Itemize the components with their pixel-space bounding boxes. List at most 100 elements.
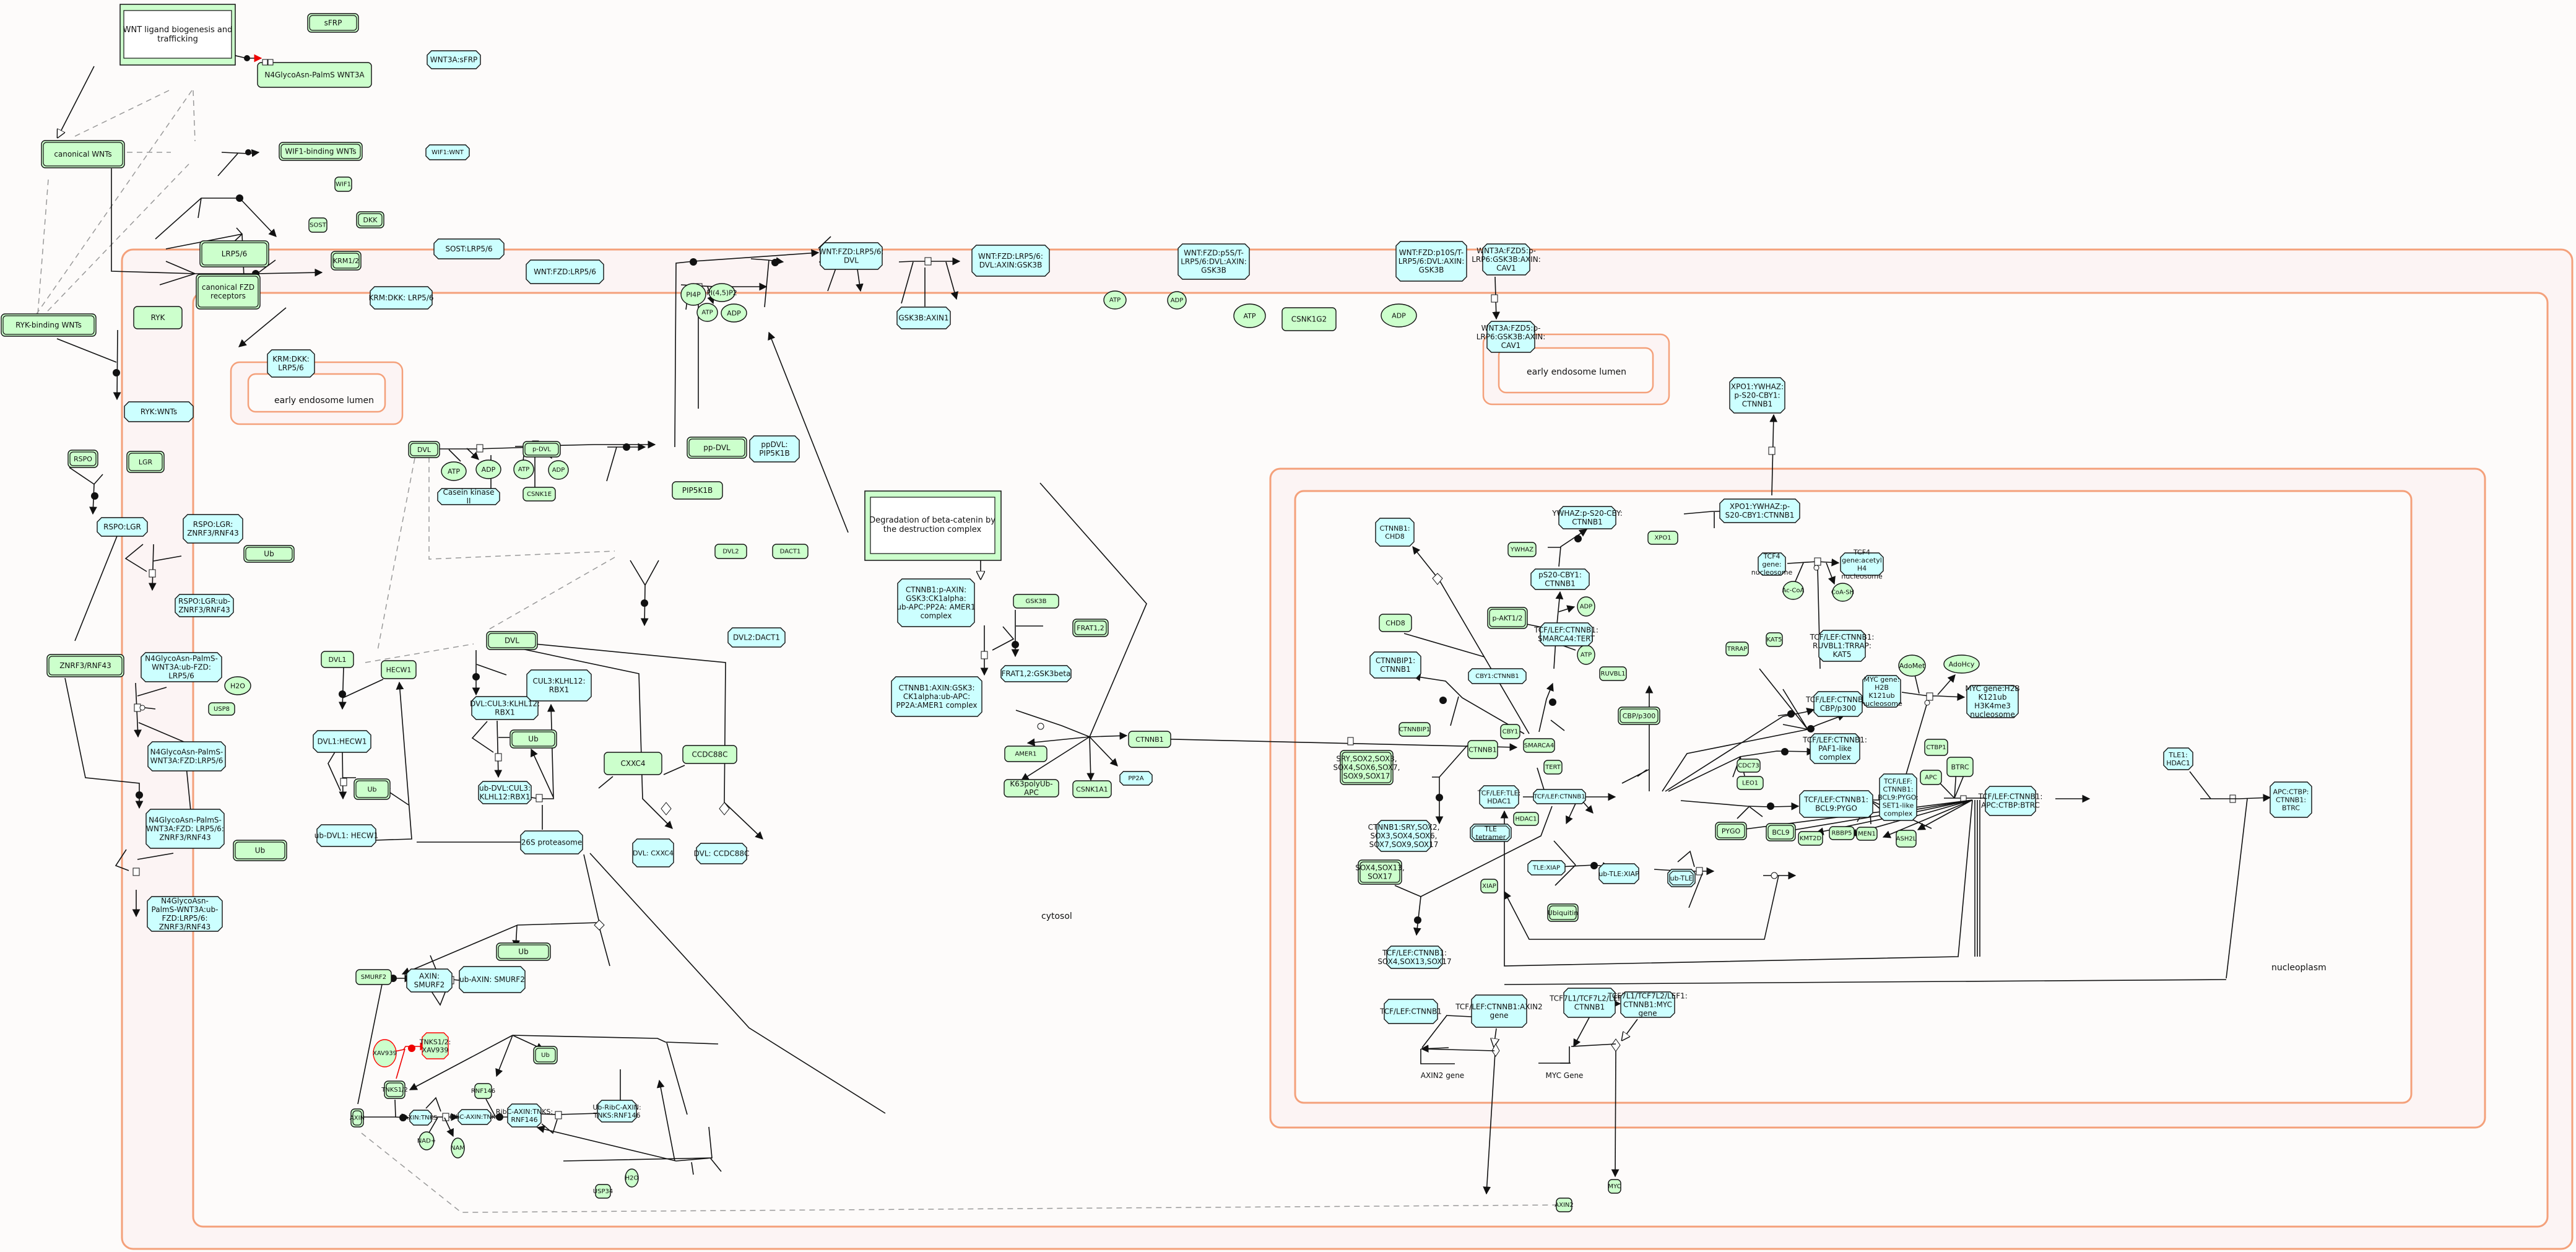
node-atp3[interactable]: ATP [696, 303, 718, 322]
node-n4-ubfzd[interactable]: N4GlycoAsn-PalmS-WNT3A:ub-FZD:LRP5/6 [141, 652, 222, 682]
node-ccdc88c[interactable]: CCDC88C [682, 745, 737, 764]
node-tcf-sox4[interactable]: TCF/LEF:CTNNB1:SOX4,SOX13,SOX17 [1377, 946, 1452, 969]
node-frat-gsk[interactable]: FRAT1,2:GSK3beta [1000, 665, 1072, 682]
node-myc[interactable]: MYC [1608, 1179, 1621, 1194]
node-cul3[interactable]: CUL3:KLHL12:RBX1 [526, 669, 592, 702]
node-dvl-cul3[interactable]: DVL:CUL3:KLHL12:RBX1 [470, 696, 540, 720]
node-ctnnb1-b[interactable]: CTNNB1 [1467, 740, 1498, 759]
node-ub1[interactable]: Ub [243, 545, 295, 563]
node-usp8[interactable]: USP8 [208, 702, 235, 716]
node-btrc[interactable]: BTRC [1946, 757, 1974, 777]
node-n4-ub-znrf[interactable]: N4GlycoAsn-PalmS-WNT3A:ub-FZD:LRP5/6:ZNR… [147, 896, 223, 932]
node-cby1[interactable]: CBY1 [1500, 724, 1520, 739]
node-pip5k1b[interactable]: PIP5K1B [672, 481, 723, 500]
node-trrap[interactable]: TRRAP [1725, 641, 1749, 656]
node-ywhaz[interactable]: YWHAZ [1507, 542, 1537, 557]
node-wnt3a-cav1-b[interactable]: WNT3A:FZD5:p-LRP6:GSK3B:AXIN:CAV1 [1477, 321, 1546, 353]
node-tcf-cbp[interactable]: TCF/LEF:CTNNB1:CBP/p300 [1805, 691, 1870, 717]
node-dkk[interactable]: DKK [356, 211, 384, 228]
node-znrf[interactable]: ZNRF3/RNF43 [46, 654, 124, 677]
node-coash[interactable]: CoA-SH [1831, 583, 1854, 602]
node-axin-smurf2[interactable]: AXIN:SMURF2 [406, 968, 453, 993]
node-ub-tle-xiap[interactable]: ub-TLE:XIAP [1598, 863, 1639, 884]
node-ctnnb-paxin[interactable]: CTNNB1:p-AXIN:GSK3:CK1alpha:ub-APC:PP2A:… [896, 578, 976, 627]
node-tnks12[interactable]: TNKS1/2 [381, 1080, 408, 1099]
node-cdc73[interactable]: CDC73 [1737, 759, 1761, 773]
node-dvl-ccdc88c[interactable]: DVL: CCDC88C [694, 843, 750, 864]
node-h2o1[interactable]: H2O [224, 676, 251, 695]
node-wnt-p10[interactable]: WNT:FZD:p10S/T-LRP5/6:DVL:AXIN:GSK3B [1395, 241, 1467, 282]
node-pp2a[interactable]: PP2A [1119, 771, 1153, 786]
node-xpo1[interactable]: XPO1 [1647, 531, 1678, 545]
node-bcl9[interactable]: BCL9 [1766, 823, 1796, 841]
node-wif1[interactable]: WIF1 [334, 176, 352, 192]
node-atp6[interactable]: ATP [1577, 645, 1595, 665]
node-dvl-a[interactable]: DVL [408, 441, 440, 458]
node-xpo1-nuc[interactable]: XPO1:YWHAZ:p-S20-CBY1:CTNNB1 [1719, 498, 1800, 523]
node-amer1[interactable]: AMER1 [1004, 746, 1047, 762]
node-axin-tnks[interactable]: AXIN:TNKS [404, 1110, 438, 1126]
node-ctnnb1-chd8[interactable]: CTNNB1:CHD8 [1375, 518, 1415, 547]
node-adohcy[interactable]: AdoHcy [1943, 654, 1980, 674]
node-tcf-ctnnb2[interactable]: TCF/LEF:CTNNB1 [1379, 999, 1442, 1024]
node-tcf-bcl9[interactable]: TCF/LEF:CTNNB1:BCL9:PYGO [1799, 790, 1873, 818]
node-hdac1[interactable]: HDAC1 [1513, 812, 1539, 826]
node-adomet[interactable]: AdoMet [1898, 654, 1926, 677]
node-dvl2-dact1[interactable]: DVL2:DACT1 [727, 627, 786, 648]
node-ctnnb1-a[interactable]: CTNNB1 [1128, 731, 1171, 748]
node-proteasome[interactable]: 26S proteasome [520, 830, 583, 854]
node-apc-ctbp[interactable]: APC:CTBP:CTNNB1:BTRC [2270, 781, 2312, 818]
node-smarca4[interactable]: SMARCA4 [1523, 738, 1555, 753]
node-leo1[interactable]: LEO1 [1737, 776, 1764, 790]
node-pip2[interactable]: PI(4,5)P2 [706, 283, 737, 302]
node-tcf-smarca[interactable]: TCF/LEF:CTNNB1:SMARCA4:TERT [1533, 622, 1598, 646]
node-ubiquitin[interactable]: Ubiquitin [1547, 903, 1579, 922]
node-axin[interactable]: AXIN [350, 1108, 365, 1128]
node-apc[interactable]: APC [1920, 770, 1942, 785]
node-atp4[interactable]: ATP [1103, 290, 1127, 310]
node-nam[interactable]: NAM [451, 1137, 465, 1159]
node-h2o2[interactable]: H2O [625, 1168, 639, 1188]
node-atp2[interactable]: ATP [513, 459, 534, 479]
node-usp34[interactable]: USP34 [593, 1184, 613, 1199]
node-tert[interactable]: TERT [1543, 760, 1563, 775]
node-ribc-rnf[interactable]: RibC-AXIN:TNKS:RNF146 [496, 1103, 553, 1128]
node-ub-ribc[interactable]: Ub-RibC-AXIN:TNKS:RNF146 [592, 1100, 641, 1123]
node-men1[interactable]: MEN1 [1856, 827, 1878, 841]
node-ywhaz-cby[interactable]: YWHAZ:p-S20-CBY:CTNNB1 [1551, 506, 1623, 529]
node-ctnnb-axin[interactable]: CTNNB1:AXIN:GSK3:CK1alpha:ub-APC:PP2A:AM… [891, 676, 982, 717]
node-pi4p[interactable]: PI4P [680, 283, 706, 306]
node-tcf-ctnnb[interactable]: TCF/LEF:CTNNB1 [1533, 789, 1586, 804]
node-adp1[interactable]: ADP [475, 459, 501, 479]
node-atp1[interactable]: ATP [441, 461, 467, 481]
node-atp5[interactable]: ATP [1233, 303, 1266, 328]
node-lrp56[interactable]: LRP5/6 [199, 240, 269, 267]
node-krm-dkk-lrp2[interactable]: KRM:DKK:LRP5/6 [267, 349, 315, 378]
node-lgr[interactable]: LGR [126, 451, 165, 473]
node-adp2[interactable]: ADP [548, 460, 569, 480]
node-gsk3b[interactable]: GSK3B [1013, 594, 1059, 609]
node-ub3[interactable]: Ub [353, 778, 391, 800]
node-wif1-wnts[interactable]: WIF1-binding WNTs [279, 142, 363, 161]
node-ub6[interactable]: Ub [533, 1046, 558, 1064]
node-wnt-fzd-gsk[interactable]: WNT:FZD:LRP5/6:DVL:AXIN:GSK3B [971, 245, 1050, 277]
node-krm12[interactable]: KRM1/2 [331, 251, 362, 271]
node-adp3[interactable]: ADP [721, 303, 747, 323]
node-ryk-wnts[interactable]: RYK:WNTs [124, 401, 194, 422]
node-ub-dvl-cul3[interactable]: ub-DVL:CUL3:KLHL12:RBX1 [478, 781, 532, 804]
node-tcf-apc[interactable]: TCF/LEF:CTNNB1:APC:CTBP:BTRC [1978, 786, 2043, 816]
node-ribc-axin[interactable]: RibC-AXIN:TNKS [449, 1109, 500, 1125]
node-pdvl[interactable]: p-DVL [523, 441, 561, 458]
node-n4-fzd-znrf[interactable]: N4GlycoAsn-PalmS-WNT3A:FZD: LRP5/6:ZNRF3… [145, 809, 225, 849]
node-xav939[interactable]: XAV939 [373, 1039, 397, 1067]
node-ruvbl1[interactable]: RUVBL1 [1599, 666, 1627, 681]
node-tcf-ruvbl[interactable]: TCF/LEF:CTNNB1:RUVBL1:TRRAP:KAT5 [1810, 630, 1875, 662]
node-nad[interactable]: NAD+ [417, 1131, 436, 1150]
